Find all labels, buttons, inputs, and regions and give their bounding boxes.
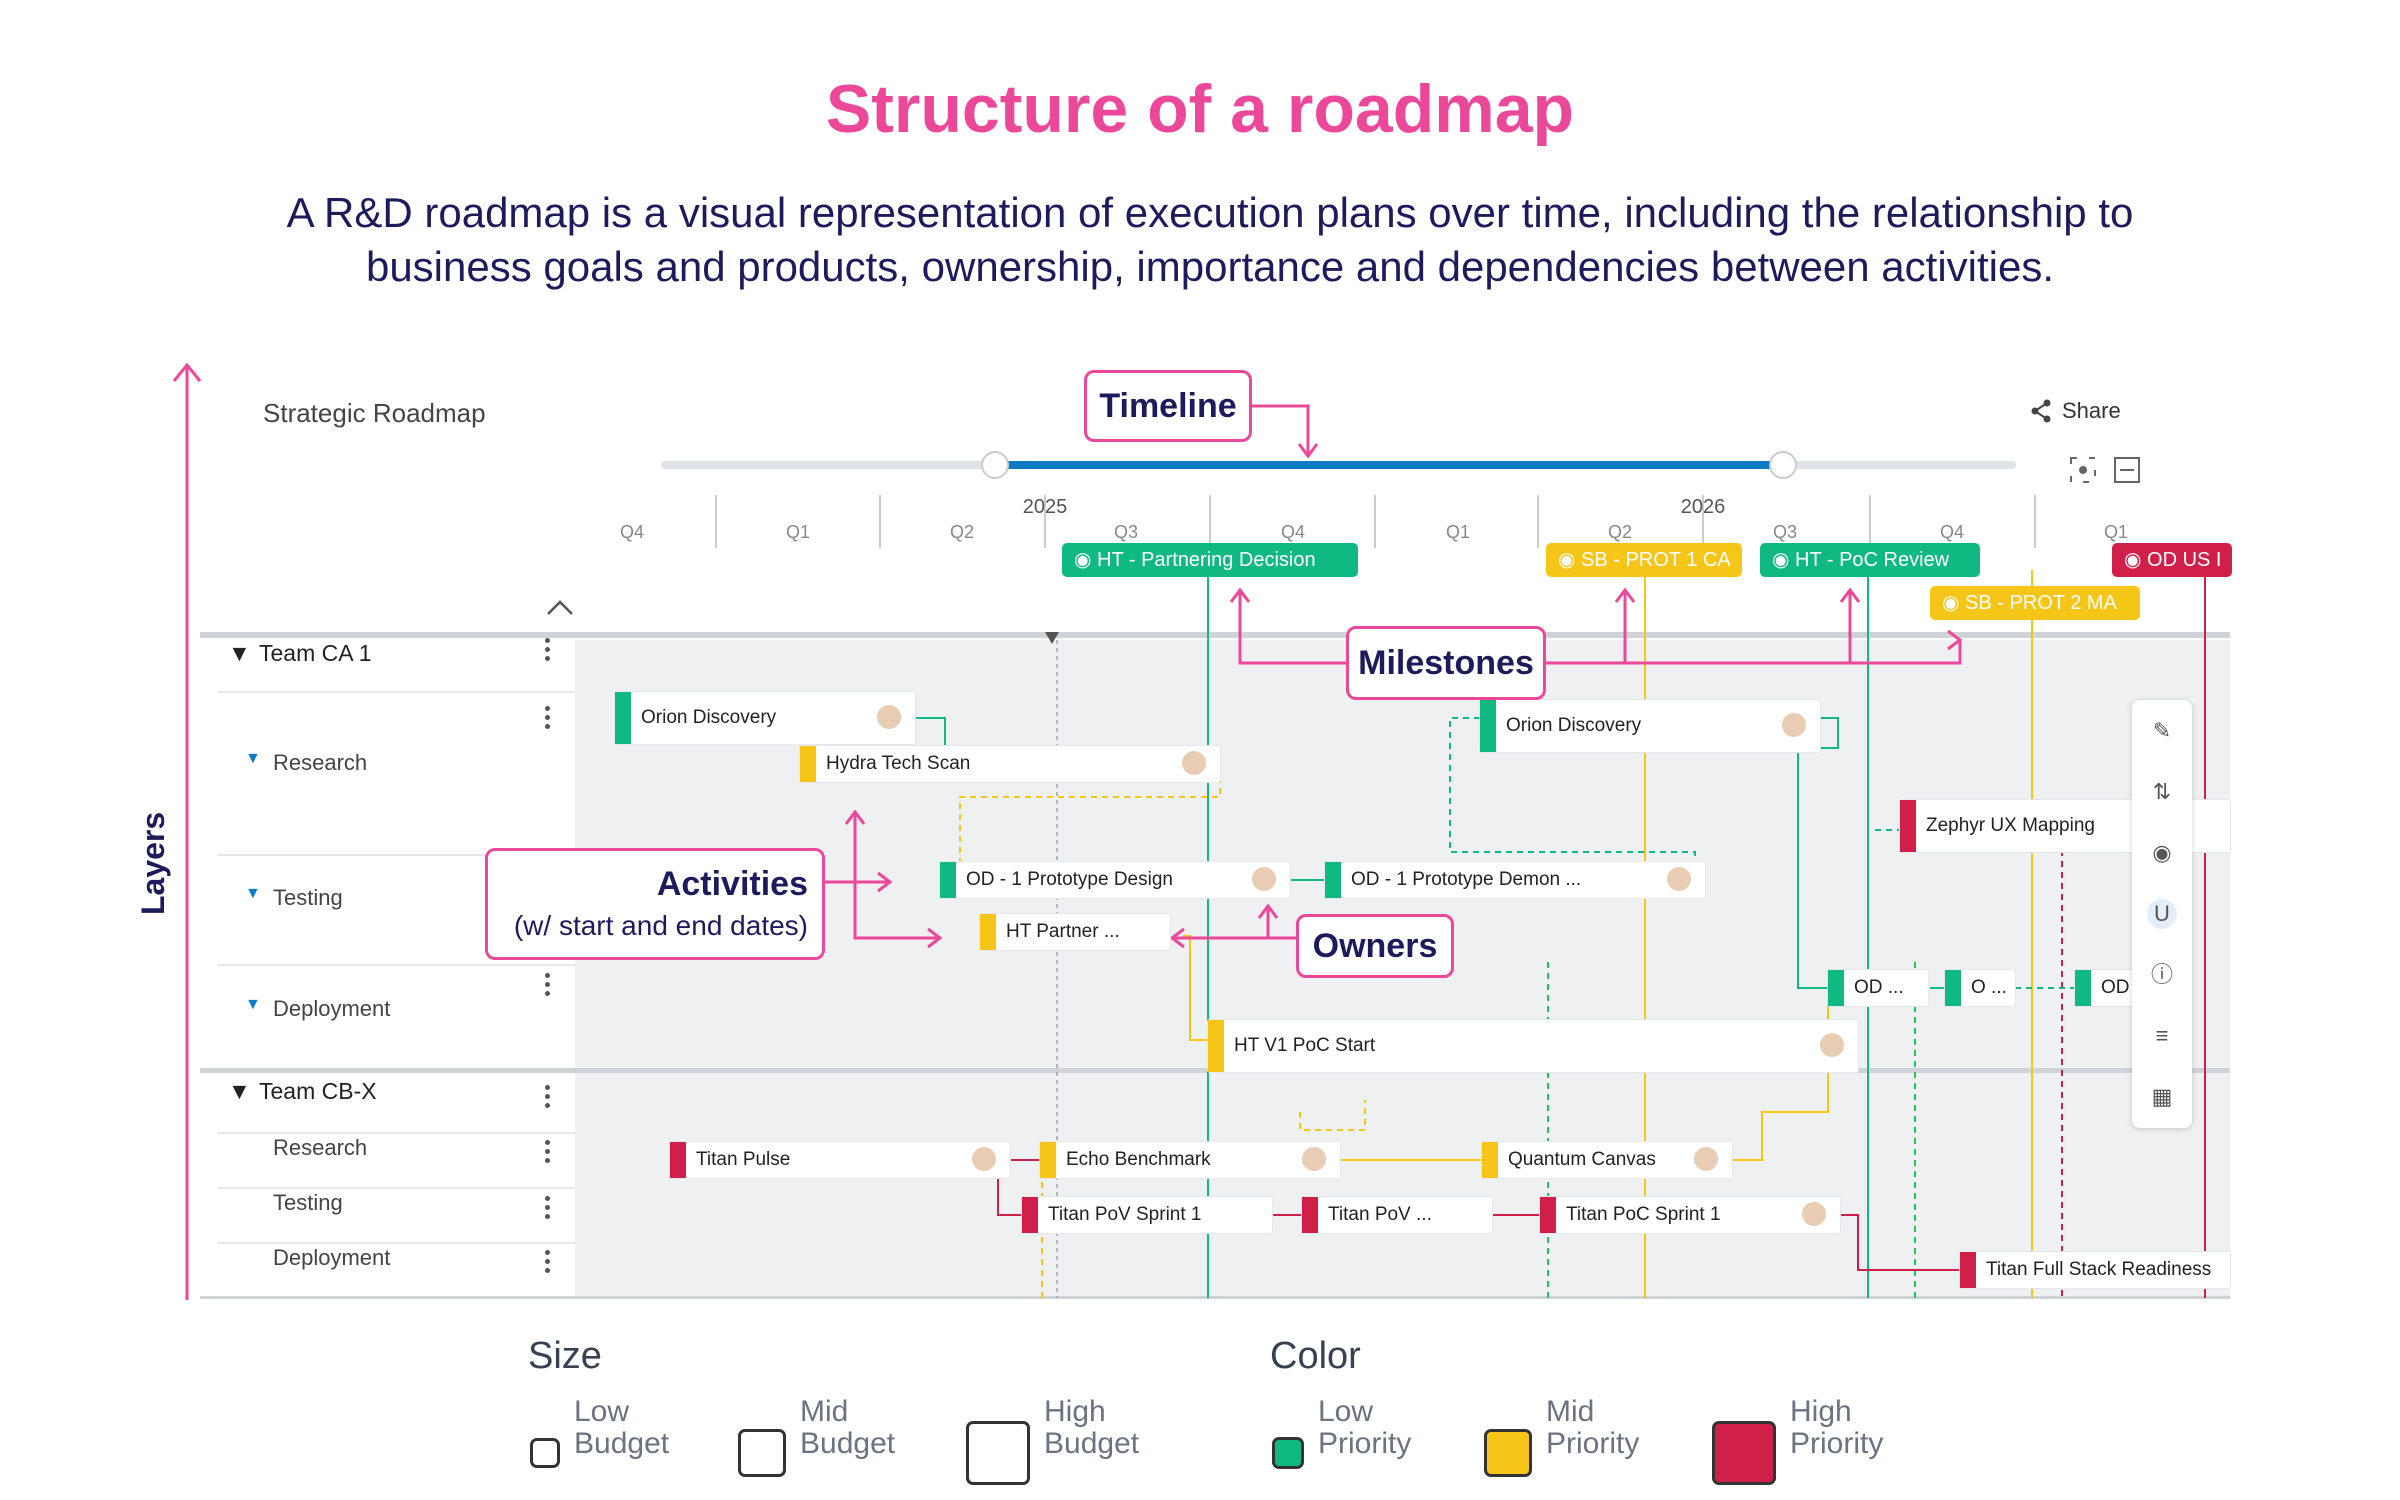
legend-color-box [1712, 1421, 1776, 1485]
layers-axis [172, 362, 202, 1300]
quarter-label: Q4 [1281, 522, 1305, 542]
bottom-divider [200, 1296, 2230, 1299]
expand-view-icon[interactable] [2112, 455, 2142, 485]
legend-color-box [1272, 1437, 1304, 1469]
arrowhead-icon [1229, 587, 1251, 603]
quarter-label: Q1 [2104, 522, 2128, 542]
timeline-handle[interactable] [1769, 451, 1798, 479]
legend-color-title: Color [1270, 1335, 1361, 1377]
callout-arrow [1546, 640, 1962, 665]
collapse-chevron-icon [547, 600, 573, 615]
legend-label-line: Budget [800, 1427, 896, 1460]
dependency-connector [1840, 1214, 1960, 1271]
fit-view-icon[interactable] [2068, 455, 2098, 485]
arrowhead-icon [1297, 443, 1319, 459]
legend-color-box [1484, 1429, 1532, 1477]
legend-label-line: High [1044, 1395, 1106, 1428]
quarter-label: Q4 [1940, 522, 1964, 542]
share-label: Share [2062, 398, 2121, 423]
share-icon [2031, 399, 2051, 423]
legend-label-line: Priority [1318, 1427, 1412, 1460]
legend-label-line: Mid [1546, 1395, 1595, 1428]
quarter-label: Q2 [950, 522, 974, 542]
callout-arrow [1238, 590, 1346, 665]
dependency-connector [1449, 717, 1696, 881]
callout-arrow [853, 882, 940, 940]
today-marker-icon [1045, 632, 1059, 644]
share-button[interactable]: Share [2030, 396, 2121, 426]
legend-label-line: High [1790, 1395, 1852, 1428]
legend-label-line: Budget [1044, 1427, 1140, 1460]
arrowhead-icon [844, 809, 866, 825]
legend-size-title: Size [528, 1335, 602, 1377]
timeline-handle[interactable] [981, 451, 1010, 479]
arrowhead-icon [877, 871, 893, 893]
arrowhead-icon [1947, 629, 1963, 651]
legend-size-box [966, 1421, 1030, 1485]
arrowhead-icon [1169, 927, 1185, 949]
arrowhead-icon [1839, 587, 1861, 603]
legend-label-line: Budget [574, 1427, 670, 1460]
quarter-label: Q1 [1446, 522, 1470, 542]
legend-size-box [530, 1438, 560, 1468]
year-label: 2025 [1023, 496, 1068, 518]
legend-label-line: Low [1318, 1395, 1374, 1428]
header-divider [200, 632, 2230, 638]
legend-size-box [738, 1429, 786, 1477]
arrowhead-icon [927, 927, 943, 949]
legend-label-line: Priority [1790, 1427, 1884, 1460]
legend-label-line: Low [574, 1395, 630, 1428]
callout-arrow [1266, 906, 1296, 940]
roadmap-name: Strategic Roadmap [263, 398, 486, 428]
quarter-label: Q3 [1114, 522, 1138, 542]
quarter-label: Q2 [1608, 522, 1632, 542]
arrowhead-icon [1614, 587, 1636, 603]
arrowhead-icon [1257, 903, 1279, 919]
roadmap-panel: Strategic Roadmap Share [200, 360, 2240, 1310]
quarter-label: Q4 [620, 522, 644, 542]
dependency-connector [1183, 935, 1208, 1041]
legend-label-line: Mid [800, 1395, 849, 1428]
page-title: Structure of a roadmap [825, 71, 1575, 147]
page-subtitle: A R&D roadmap is a visual representation… [286, 189, 2134, 290]
quarter-label: Q3 [1773, 522, 1797, 542]
legend-label-line: Priority [1546, 1427, 1640, 1460]
quarter-label: Q1 [786, 522, 810, 542]
callout-arrow [1252, 404, 1310, 456]
year-label: 2026 [1681, 496, 1726, 518]
